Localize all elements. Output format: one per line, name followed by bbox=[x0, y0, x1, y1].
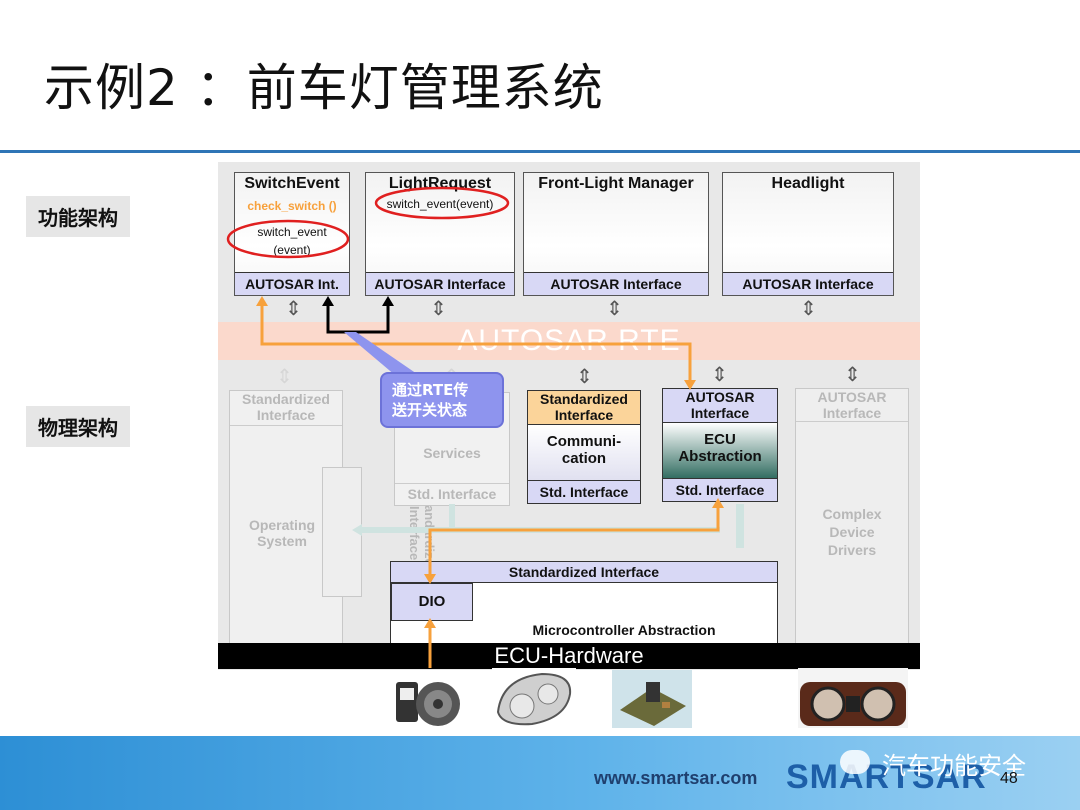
communication-box: Communi-cation bbox=[527, 424, 641, 482]
component-function: (event) bbox=[273, 243, 311, 257]
mcal-std-interface: Standardized Interface bbox=[391, 562, 777, 583]
front-light-manager-component: Front-Light Manager AUTOSAR Interface bbox=[523, 172, 709, 296]
callout-pointer bbox=[344, 332, 420, 376]
services-label: Services bbox=[423, 445, 481, 461]
comm-std-interface-header: Standardized Interface bbox=[527, 390, 641, 426]
orange-arrowhead bbox=[424, 574, 436, 584]
orange-arrowhead bbox=[684, 380, 696, 390]
ecu-std-interface: Std. Interface bbox=[662, 478, 778, 502]
component-title: Headlight bbox=[771, 175, 845, 192]
orange-arrowhead bbox=[424, 618, 436, 628]
black-path bbox=[326, 302, 390, 334]
headlight-component: Headlight AUTOSAR Interface bbox=[722, 172, 894, 296]
mcal-label: Microcontroller Abstraction bbox=[532, 622, 716, 638]
ecu-abstraction-label: ECU Abstraction bbox=[678, 431, 762, 465]
highlight-ellipse bbox=[374, 186, 510, 220]
black-arrowhead bbox=[382, 296, 394, 306]
callout-line: 送开关状态 bbox=[392, 401, 468, 419]
smartsar-logo: SMARTSAR bbox=[786, 758, 987, 796]
complex-device-drivers-label: Complex Device Drivers bbox=[822, 506, 882, 558]
component-interface: AUTOSAR Interface bbox=[723, 272, 893, 295]
component-interface: AUTOSAR Interface bbox=[524, 272, 708, 295]
double-arrow-icon: ⇕ bbox=[276, 366, 293, 388]
ecu-abstraction-box: ECU Abstraction bbox=[662, 422, 778, 480]
services-std-interface: Std. Interface bbox=[395, 483, 509, 502]
ecu-autosar-interface-header: AUTOSAR Interface bbox=[662, 388, 778, 424]
component-function: switch_event bbox=[257, 225, 327, 239]
slide-title: 示例2 ：前车灯管理系统 bbox=[44, 59, 604, 117]
switch-event-component: SwitchEvent check_switch () switch_event… bbox=[234, 172, 350, 296]
wechat-icon bbox=[840, 750, 870, 774]
footer-url: www.smartsar.com bbox=[594, 768, 758, 788]
orange-path bbox=[428, 506, 720, 578]
cdd-autosar-interface: AUTOSAR Interface bbox=[796, 389, 908, 422]
double-arrow-icon: ⇕ bbox=[430, 298, 447, 320]
comm-std-interface: Std. Interface bbox=[527, 480, 641, 504]
page-number: 48 bbox=[1000, 770, 1018, 787]
callout-line: 通过RTE传 bbox=[392, 381, 469, 399]
operating-system-label: Operating System bbox=[248, 517, 316, 549]
component-title: Front-Light Manager bbox=[538, 175, 694, 192]
orange-arrowhead bbox=[256, 296, 268, 306]
black-arrowhead bbox=[322, 296, 334, 306]
double-arrow-icon: ⇕ bbox=[844, 364, 861, 386]
std-interface-left: Standardized Interface bbox=[230, 391, 342, 426]
cdd-column: AUTOSAR Interface Complex Device Drivers bbox=[795, 388, 909, 644]
double-arrow-icon: ⇕ bbox=[800, 298, 817, 320]
orange-arrowhead bbox=[712, 498, 724, 508]
double-arrow-icon: ⇕ bbox=[576, 366, 593, 388]
title-divider bbox=[0, 150, 1080, 153]
os-column: Standardized Interface Operating System bbox=[229, 390, 343, 644]
instrument-cluster-image bbox=[798, 668, 908, 728]
component-title: SwitchEvent bbox=[244, 175, 340, 192]
faded-arrowhead bbox=[352, 524, 362, 536]
communication-label: Communi-cation bbox=[546, 433, 622, 467]
functional-architecture-label: 功能架构 bbox=[26, 196, 130, 237]
light-switch-image bbox=[392, 672, 464, 730]
double-arrow-icon: ⇕ bbox=[711, 364, 728, 386]
ecu-hardware-bar: ECU-Hardware bbox=[218, 643, 920, 669]
highlight-ellipse bbox=[226, 219, 350, 259]
dio-box: DIO bbox=[391, 583, 473, 621]
headlamp-image bbox=[492, 668, 576, 730]
rte-band bbox=[218, 322, 920, 360]
circuit-board-image bbox=[612, 670, 692, 728]
footer-watermark: 汽车功能安全 bbox=[882, 752, 1026, 780]
double-arrow-icon: ⇕ bbox=[606, 298, 623, 320]
rte-callout: 通过RTE传 送开关状态 bbox=[380, 372, 504, 428]
component-interface: AUTOSAR Int. bbox=[235, 272, 349, 295]
rte-label: AUTOSAR RTE bbox=[457, 324, 681, 357]
double-arrow-icon: ⇕ bbox=[285, 298, 302, 320]
component-function: switch_event(event) bbox=[386, 197, 494, 211]
component-interface: AUTOSAR Interface bbox=[366, 272, 514, 295]
physical-architecture-label: 物理架构 bbox=[26, 406, 130, 447]
orange-path bbox=[260, 304, 692, 384]
component-function: check_switch () bbox=[247, 199, 337, 213]
mcal-box: Standardized Interface DIO Microcontroll… bbox=[390, 561, 778, 645]
footer-band bbox=[0, 736, 1080, 810]
